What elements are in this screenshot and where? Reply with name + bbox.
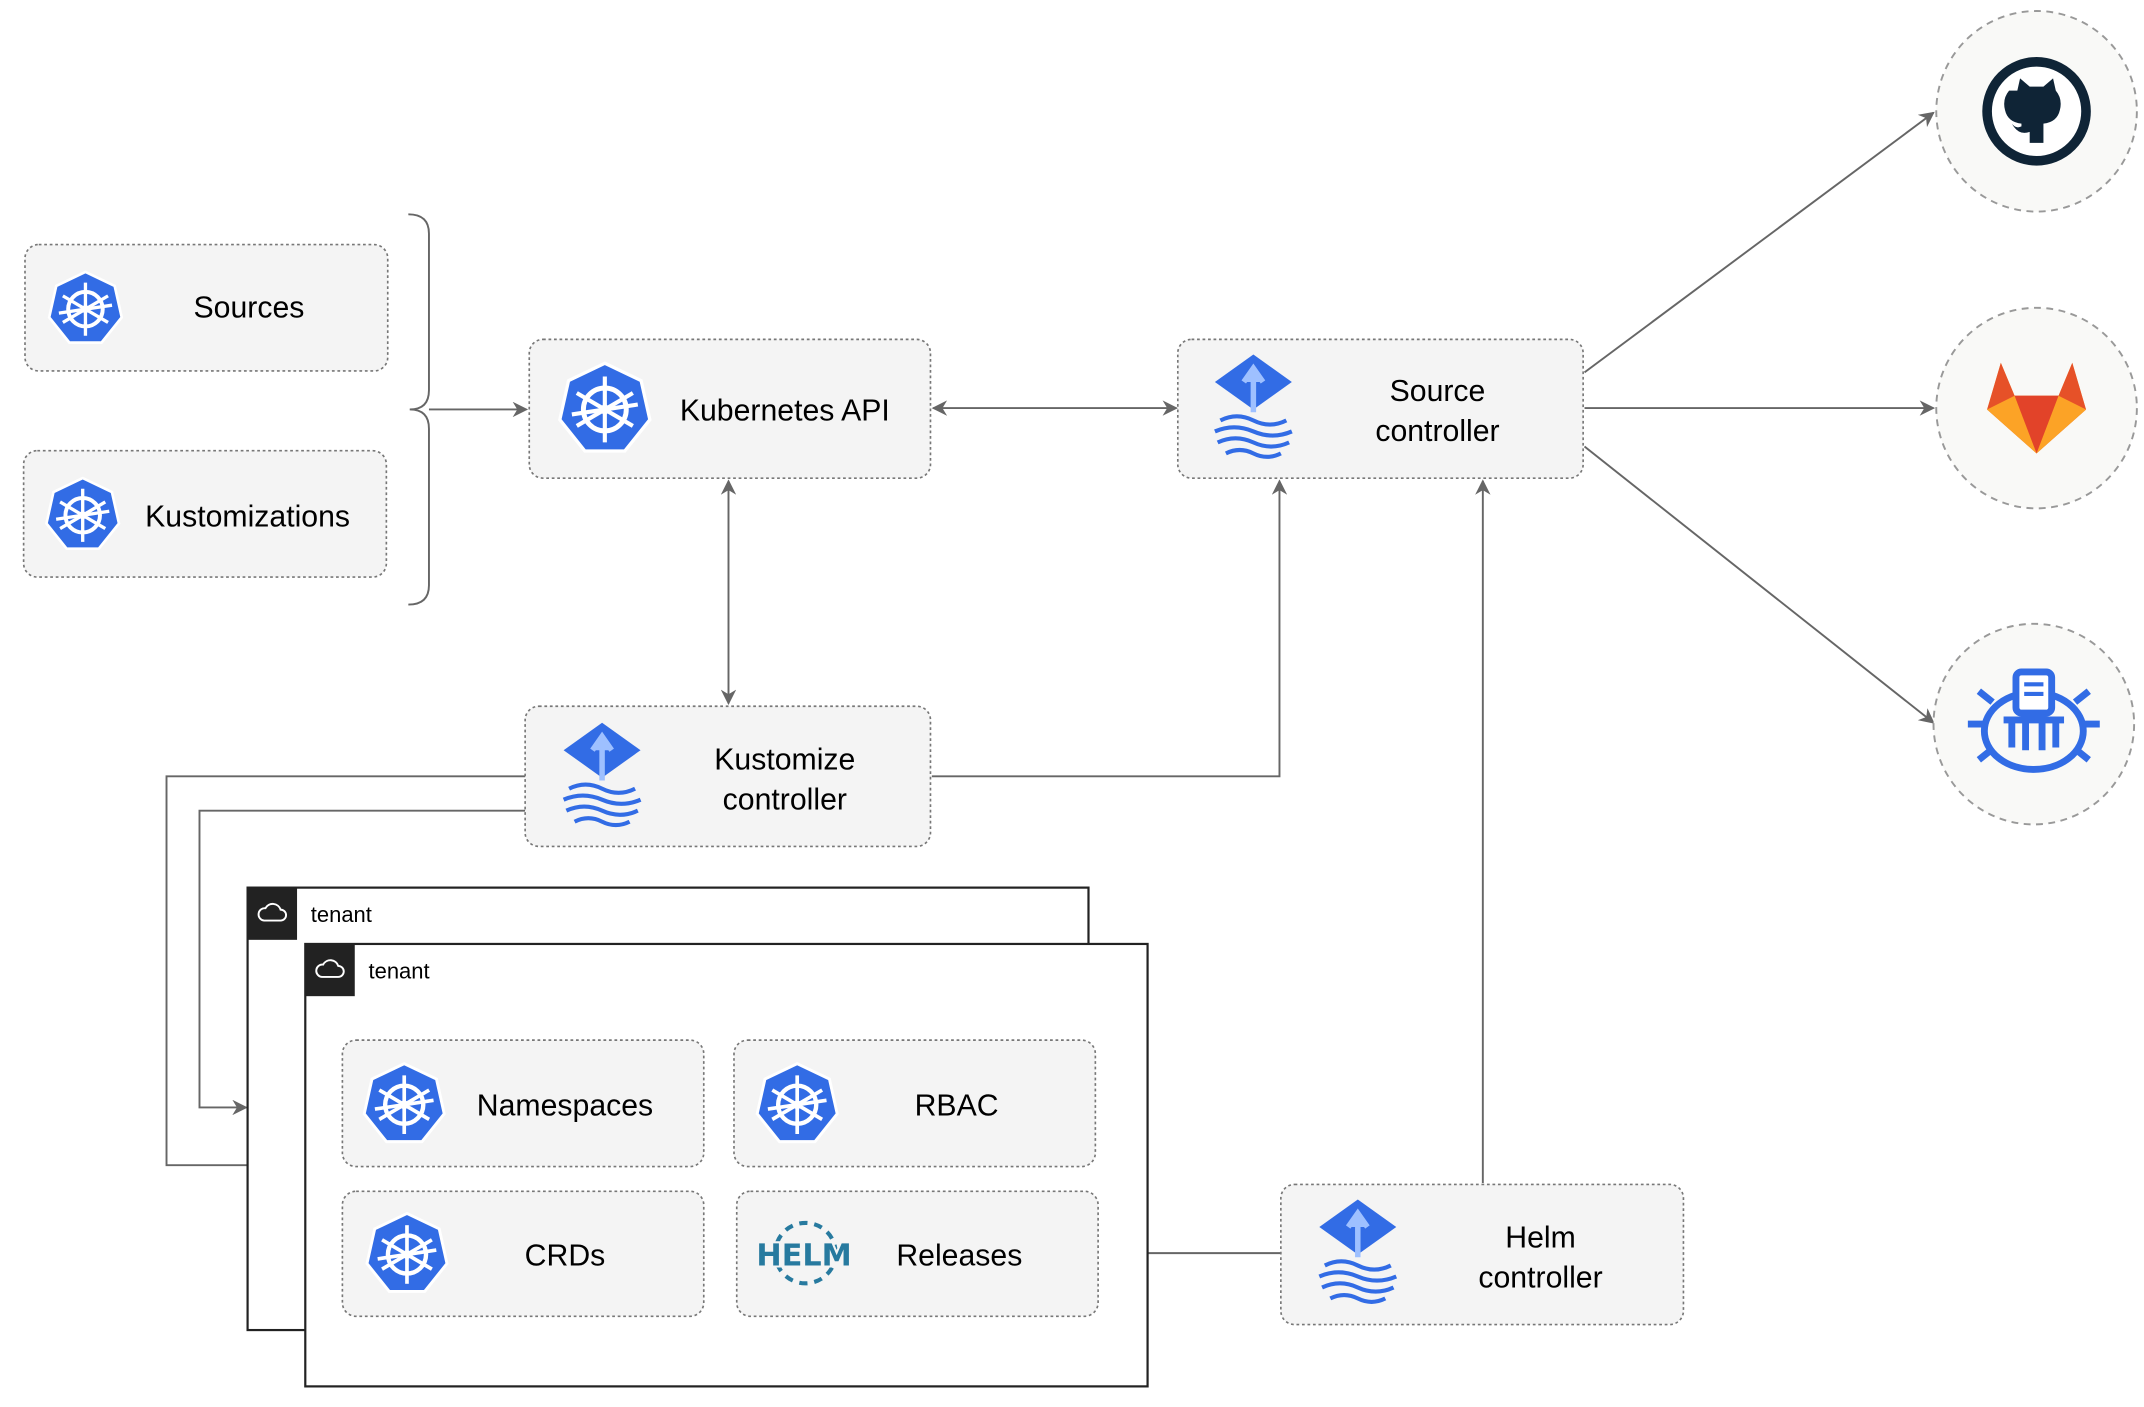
helm-controller-node[interactable]: Helm controller bbox=[1280, 1183, 1685, 1326]
crds-label: CRDs bbox=[525, 1239, 606, 1272]
helm-controller-label-line1: Helm bbox=[1505, 1222, 1576, 1255]
tenant-label: tenant bbox=[369, 958, 430, 983]
kustomize-controller-label-line1: Kustomize bbox=[714, 743, 855, 776]
gitlab-node[interactable] bbox=[1935, 306, 2138, 510]
edge-kustomize-to-tenant-back bbox=[198, 809, 526, 1116]
kustomizations-node[interactable]: Kustomizations bbox=[22, 449, 388, 578]
crds-node[interactable]: CRDs bbox=[341, 1190, 705, 1318]
grouping-brace bbox=[408, 213, 430, 606]
sources-label: Sources bbox=[194, 291, 305, 324]
github-node[interactable] bbox=[1935, 10, 2138, 213]
gitlab-icon bbox=[1987, 362, 2087, 454]
helm-controller-label-line2: controller bbox=[1478, 1261, 1602, 1294]
kubernetes-api-node[interactable]: Kubernetes API bbox=[528, 338, 932, 479]
edge-kustomize-to-tenant-front bbox=[165, 775, 526, 1173]
helm-icon: HELM bbox=[754, 1220, 854, 1286]
kustomize-controller-node[interactable]: Kustomize controller bbox=[524, 705, 932, 848]
edge-kustomize-to-source bbox=[931, 479, 1288, 778]
rbac-label: RBAC bbox=[915, 1090, 999, 1123]
edge-source-to-github bbox=[1583, 111, 1935, 374]
tenant-front[interactable]: tenant Namespaces RBAC CRDs HELM Release… bbox=[304, 942, 1149, 1388]
helm-repository-icon bbox=[1967, 668, 2100, 773]
edges bbox=[165, 111, 1936, 1261]
kustomize-controller-label-line2: controller bbox=[723, 783, 847, 816]
rbac-node[interactable]: RBAC bbox=[733, 1039, 1097, 1168]
kubernetes-api-label: Kubernetes API bbox=[680, 394, 890, 427]
tenant-label: tenant bbox=[311, 902, 372, 927]
source-controller-label-line1: Source bbox=[1390, 375, 1486, 408]
kustomizations-label: Kustomizations bbox=[145, 500, 350, 533]
namespaces-node[interactable]: Namespaces bbox=[341, 1039, 705, 1168]
namespaces-label: Namespaces bbox=[477, 1090, 653, 1123]
releases-node[interactable]: HELM Releases bbox=[735, 1190, 1099, 1318]
sources-node[interactable]: Sources bbox=[24, 243, 389, 372]
source-controller-node[interactable]: Source controller bbox=[1176, 338, 1584, 479]
helm-logo-text: HELM bbox=[756, 1238, 851, 1273]
helm-repository-node[interactable] bbox=[1932, 622, 2136, 826]
releases-label: Releases bbox=[896, 1239, 1022, 1272]
edge-source-to-helm-repo bbox=[1583, 445, 1935, 724]
github-icon bbox=[1982, 57, 2091, 166]
source-controller-label-line2: controller bbox=[1375, 415, 1499, 448]
